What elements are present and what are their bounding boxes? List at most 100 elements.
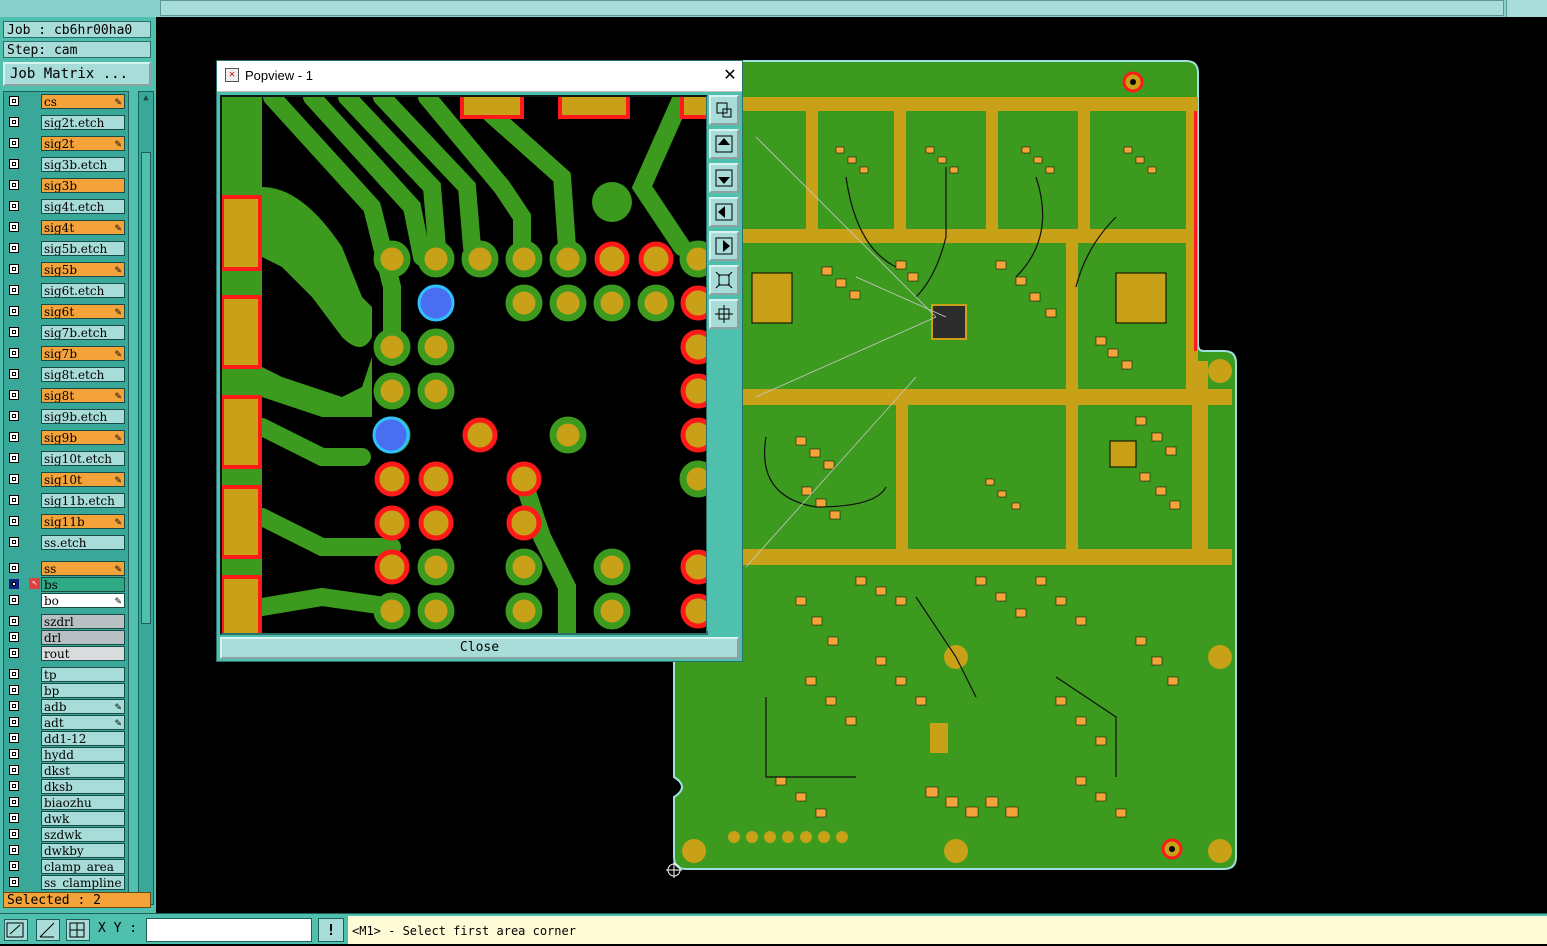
popview-titlebar[interactable]: ✕ Popview - 1 ✕ — [217, 61, 742, 92]
layer-row[interactable]: sig6t.etch — [4, 283, 126, 299]
layer-checkbox[interactable] — [9, 222, 19, 232]
layer-row[interactable]: dwkby — [4, 843, 126, 859]
xy-input[interactable] — [146, 918, 312, 942]
layer-checkbox[interactable] — [9, 765, 19, 775]
layer-checkbox[interactable] — [9, 845, 19, 855]
layer-row[interactable]: dksb — [4, 779, 126, 795]
layer-row[interactable]: dkst — [4, 763, 126, 779]
layer-checkbox[interactable] — [9, 537, 19, 547]
layer-name[interactable]: sig11b.etch — [41, 493, 125, 508]
layer-scrollbar[interactable]: ▲ ▼ — [138, 91, 154, 905]
pan-right-icon[interactable] — [709, 231, 739, 261]
layer-name[interactable]: sig10t✎ — [41, 472, 125, 487]
zoom-window-icon[interactable] — [709, 95, 739, 125]
layer-checkbox[interactable] — [9, 632, 19, 642]
layer-checkbox[interactable] — [9, 701, 19, 711]
layer-name[interactable]: rout — [41, 646, 125, 661]
layer-checkbox[interactable] — [9, 453, 19, 463]
layer-checkbox[interactable] — [9, 781, 19, 791]
pan-down-icon[interactable] — [709, 163, 739, 193]
layer-row[interactable]: sig8t.etch — [4, 367, 126, 383]
layer-name[interactable]: dksb — [41, 779, 125, 794]
layer-name[interactable]: bo✎ — [41, 593, 125, 608]
layer-checkbox[interactable] — [9, 829, 19, 839]
layer-row[interactable]: cs✎ — [4, 94, 126, 110]
layer-name[interactable]: bp — [41, 683, 125, 698]
close-button[interactable]: Close — [220, 637, 739, 659]
layer-row[interactable]: drl — [4, 630, 126, 646]
layer-name[interactable]: sig6t✎ — [41, 304, 125, 319]
layer-row[interactable]: sig7b✎ — [4, 346, 126, 362]
layer-checkbox[interactable] — [9, 685, 19, 695]
layer-row[interactable]: sig11b.etch — [4, 493, 126, 509]
layer-name[interactable]: sig10t.etch — [41, 451, 125, 466]
layer-row[interactable]: biaozhu — [4, 795, 126, 811]
layer-name[interactable]: sig11b✎ — [41, 514, 125, 529]
layer-row[interactable]: adb✎ — [4, 699, 126, 715]
layer-checkbox[interactable] — [9, 327, 19, 337]
layer-name[interactable]: biaozhu — [41, 795, 125, 810]
layer-name[interactable]: sig5b✎ — [41, 262, 125, 277]
layer-checkbox[interactable] — [9, 96, 19, 106]
layer-checkbox[interactable] — [9, 117, 19, 127]
select-tool-icon[interactable] — [4, 919, 28, 941]
layer-checkbox[interactable] — [9, 717, 19, 727]
layer-checkbox[interactable] — [9, 563, 19, 573]
layer-name[interactable]: clamp_area — [41, 859, 125, 874]
pan-left-icon[interactable] — [709, 197, 739, 227]
layer-row[interactable]: sig7b.etch — [4, 325, 126, 341]
layer-row[interactable]: sig8t✎ — [4, 388, 126, 404]
layer-checkbox[interactable] — [9, 669, 19, 679]
layer-row[interactable]: ss.etch — [4, 535, 126, 551]
layer-name[interactable]: dd1-12 — [41, 731, 125, 746]
layer-row[interactable]: sig5b.etch — [4, 241, 126, 257]
layer-row[interactable]: sig11b✎ — [4, 514, 126, 530]
layer-name[interactable]: hydd — [41, 747, 125, 762]
layer-name[interactable]: sig4t.etch — [41, 199, 125, 214]
layer-name[interactable]: cs✎ — [41, 94, 125, 109]
layer-checkbox[interactable] — [9, 138, 19, 148]
layer-name[interactable]: sig4t✎ — [41, 220, 125, 235]
measure-tool-icon[interactable] — [36, 919, 60, 941]
layer-row[interactable]: clamp_area — [4, 859, 126, 875]
layer-row[interactable]: sig4t.etch — [4, 199, 126, 215]
layer-name[interactable]: dwk — [41, 811, 125, 826]
layer-name[interactable]: sig8t.etch — [41, 367, 125, 382]
layer-name[interactable]: ss.etch — [41, 535, 125, 550]
layer-name[interactable]: szdwk — [41, 827, 125, 842]
layer-row[interactable]: szdwk — [4, 827, 126, 843]
layer-checkbox[interactable] — [9, 306, 19, 316]
layer-name[interactable]: adb✎ — [41, 699, 125, 714]
layer-name[interactable]: ss✎ — [41, 561, 125, 576]
layer-checkbox[interactable] — [9, 797, 19, 807]
layer-checkbox[interactable] — [9, 264, 19, 274]
layer-name[interactable]: sig6t.etch — [41, 283, 125, 298]
layer-row[interactable]: sig3b.etch — [4, 157, 126, 173]
top-field[interactable] — [160, 0, 1504, 16]
layer-row[interactable]: adt✎ — [4, 715, 126, 731]
layer-checkbox[interactable] — [9, 285, 19, 295]
layer-name[interactable]: sig8t✎ — [41, 388, 125, 403]
layer-checkbox[interactable] — [9, 616, 19, 626]
layer-name[interactable]: sig5b.etch — [41, 241, 125, 256]
layer-checkbox[interactable] — [9, 877, 19, 887]
layer-row[interactable]: szdrl — [4, 614, 126, 630]
layer-name[interactable]: bs — [41, 577, 125, 592]
layer-checkbox[interactable] — [9, 595, 19, 605]
layer-checkbox[interactable] — [9, 813, 19, 823]
layer-row[interactable]: tp — [4, 667, 126, 683]
layer-checkbox[interactable] — [9, 243, 19, 253]
layer-checkbox[interactable] — [9, 648, 19, 658]
alert-button[interactable]: ! — [318, 918, 344, 942]
layer-checkbox[interactable] — [9, 749, 19, 759]
layer-checkbox[interactable] — [9, 348, 19, 358]
layer-row[interactable]: ss_clampline — [4, 875, 126, 891]
layer-row[interactable]: sig4t✎ — [4, 220, 126, 236]
layer-row[interactable]: dwk — [4, 811, 126, 827]
layer-checkbox[interactable] — [9, 579, 19, 589]
layer-name[interactable]: sig7b.etch — [41, 325, 125, 340]
pan-up-icon[interactable] — [709, 129, 739, 159]
layer-row[interactable]: bo✎ — [4, 593, 126, 609]
layer-row[interactable]: ss✎ — [4, 561, 126, 577]
layer-checkbox[interactable] — [9, 369, 19, 379]
